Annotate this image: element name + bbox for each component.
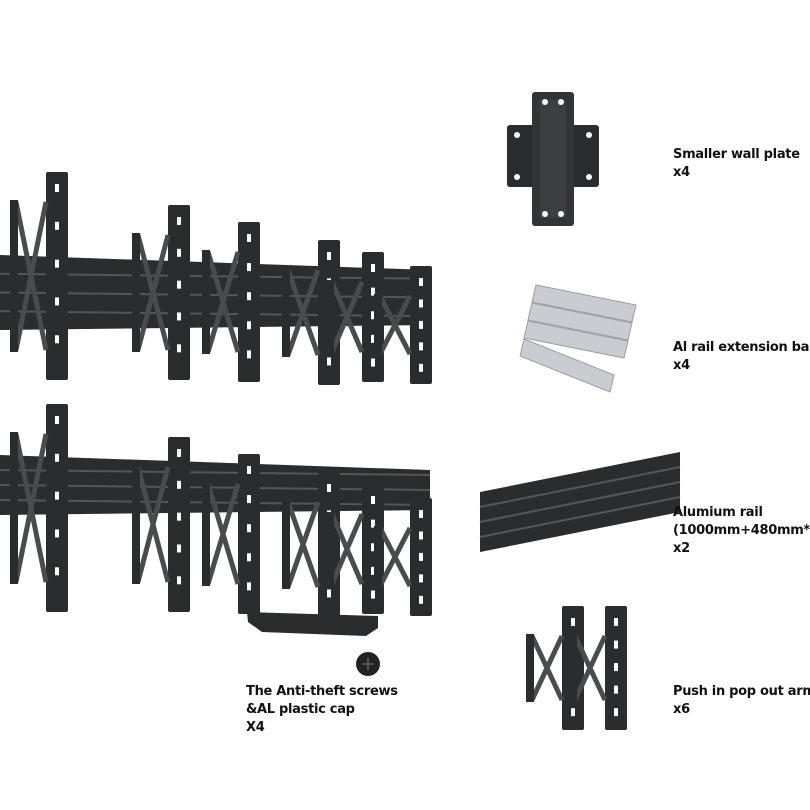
screws-name-2: &AL plastic cap [246,702,355,717]
extension-bars-image [519,284,637,393]
screws-name: The Anti-theft screws [246,684,398,699]
wall-plate-name: Smaller wall plate [673,147,800,162]
arms-name: Push in pop out arms [673,684,810,699]
rail-name: Alumium rail [673,505,763,520]
rail-qty: x2 [673,541,690,556]
push-pop-arms-image [526,606,627,730]
screws-label: The Anti-theft screws &AL plastic cap X4 [246,683,398,737]
plastic-cap-image [247,612,380,676]
rail-spec: (1000mm+480mm*2) [673,523,810,538]
video-wall-mount-assembly [0,172,432,617]
extension-bars-qty: x4 [673,358,690,373]
arms-label: Push in pop out arms x6 [673,683,810,719]
extension-bars-label: Al rail extension bars x4 [673,339,810,375]
screws-qty: X4 [246,720,265,735]
arms-qty: x6 [673,702,690,717]
extension-bars-name: Al rail extension bars [673,340,810,355]
wall-plate-qty: x4 [673,165,690,180]
aluminium-rail-image [479,452,681,552]
rail-label: Alumium rail (1000mm+480mm*2) x2 [673,504,810,558]
wall-plate-image [507,92,599,226]
wall-plate-label: Smaller wall plate x4 [673,146,800,182]
